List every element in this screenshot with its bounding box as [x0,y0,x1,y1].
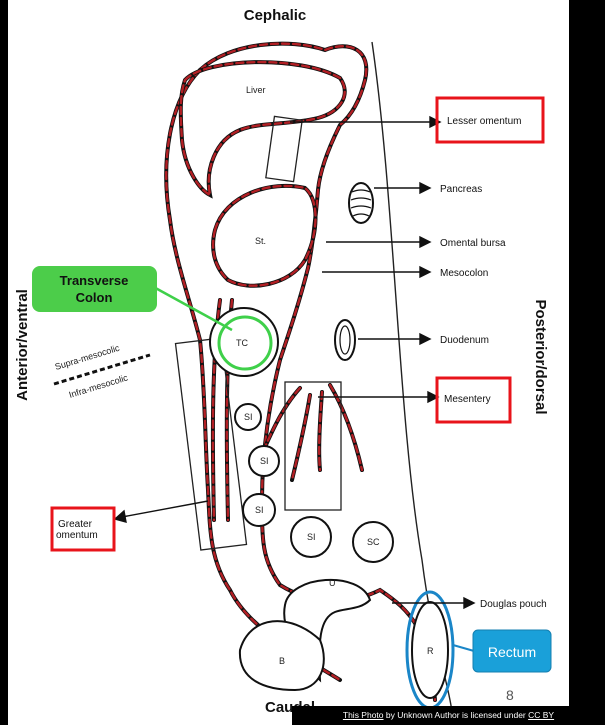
greater-omentum-label-2: omentum [56,530,98,541]
mesentery-label: Mesentery [444,394,491,405]
image-credit: This Photo by Unknown Author is licensed… [292,706,605,725]
greater-omentum-label-1: Greater [58,519,93,530]
stomach-label: St. [255,236,266,246]
sc-label: SC [367,537,380,547]
si-label-3: SI [255,505,264,515]
duodenum-label: Duodenum [440,335,489,346]
si-label-1: SI [244,412,253,422]
posterior-label: Posterior/dorsal [532,299,549,414]
pancreas-label: Pancreas [440,184,482,195]
page-number: 8 [506,687,514,703]
credit-text: by Unknown Author is licensed under [384,710,529,720]
lesser-omentum-label: Lesser omentum [447,116,521,127]
si-label-2: SI [260,456,269,466]
rectum-label: R [427,646,434,656]
transverse-colon-badge-line1: Transverse [60,273,129,288]
si-label-4: SI [307,532,316,542]
uterus-label: U [329,578,336,588]
mesocolon-label: Mesocolon [440,268,488,279]
photo-link[interactable]: This Photo [343,710,384,720]
cephalic-label: Cephalic [244,7,307,24]
liver-label: Liver [246,85,266,95]
bladder-label: B [279,656,285,666]
transverse-colon-badge-line2: Colon [76,290,113,305]
anterior-label: Anterior/ventral [14,289,31,401]
license-link[interactable]: CC BY [528,710,554,720]
omental-bursa-label: Omental bursa [440,238,506,249]
douglas-pouch-label: Douglas pouch [480,599,547,610]
tc-label: TC [236,338,248,348]
rectum-badge-label: Rectum [488,644,536,660]
